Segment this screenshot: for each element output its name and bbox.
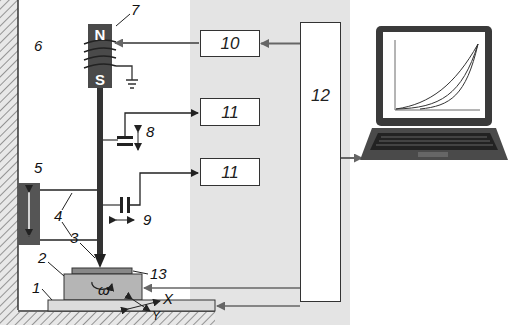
laptop: [360, 26, 508, 160]
signal-wire: [130, 173, 198, 205]
coil: [84, 40, 116, 68]
double-arrow: [116, 220, 134, 221]
rotation-symbol: ω: [98, 282, 110, 297]
pole-letter: S: [95, 72, 105, 87]
wire: [103, 204, 120, 205]
callout-number: 8: [146, 124, 154, 139]
callout-number: 3: [70, 230, 78, 245]
x-arrow: [128, 301, 160, 309]
y-arrow: [132, 299, 150, 311]
unit-number: 11: [221, 164, 239, 185]
leader-line: [42, 289, 52, 300]
wall: [0, 0, 18, 315]
capacitor-plate: [127, 197, 130, 213]
ground-symbol: [116, 66, 138, 88]
unit-number: 11: [221, 104, 239, 125]
unit-number: 10: [221, 35, 240, 56]
amplifier-box: 10: [200, 30, 260, 57]
indenter-tip: [94, 254, 106, 268]
spring: [40, 239, 98, 241]
data-arrow: [341, 157, 362, 159]
leader-line: [80, 243, 95, 258]
control-arrow: [144, 287, 300, 289]
wire: [103, 139, 118, 140]
callout-number: 6: [34, 38, 42, 53]
floor: [0, 312, 215, 325]
amplifier-box: 11: [200, 98, 260, 126]
piezo-actuator: [18, 183, 40, 245]
xy-table: [48, 300, 215, 311]
controller-box: 12: [300, 22, 341, 302]
signal-wire: [125, 113, 198, 136]
callout-number: 1: [32, 280, 40, 295]
spring: [40, 189, 98, 191]
callout-number: 5: [34, 160, 42, 175]
pole-letter: N: [95, 27, 106, 42]
drive-arrow: [115, 42, 199, 44]
unit-number: 12: [311, 87, 330, 301]
amplifier-box: 11: [200, 158, 260, 186]
rotary-stage: [64, 274, 142, 300]
axis-letter: Y: [152, 310, 160, 322]
leader-line: [48, 262, 64, 276]
leader-line: [62, 193, 72, 210]
control-arrow: [261, 43, 300, 45]
callout-number: 13: [150, 266, 167, 281]
leader-line: [116, 14, 130, 26]
capacitor-plate: [117, 136, 133, 139]
double-arrow: [28, 192, 30, 236]
callout-number: 7: [131, 2, 139, 17]
wall-edge: [17, 0, 19, 310]
callout-number: 2: [38, 250, 46, 265]
sample: [72, 268, 132, 274]
electronics-panel: [190, 0, 350, 325]
capacitor-plate: [117, 143, 133, 146]
capacitor-plate: [120, 197, 123, 213]
callout-number: 4: [54, 208, 62, 223]
double-arrow: [138, 132, 139, 150]
callout-number: 9: [143, 212, 151, 227]
axis-letter: X: [163, 291, 173, 306]
indenter-rod: [97, 88, 103, 256]
control-arrow: [217, 305, 300, 307]
